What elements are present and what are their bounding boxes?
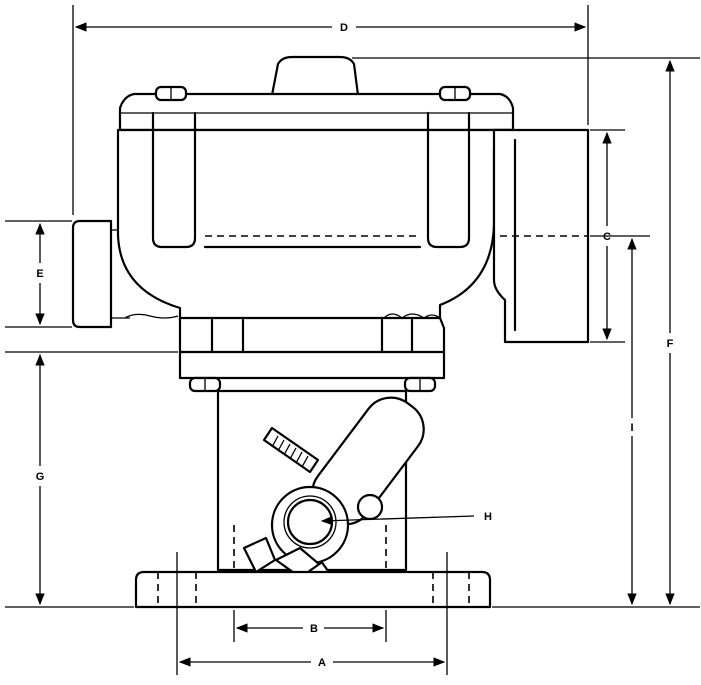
lower-screw-right (403, 376, 437, 393)
top-cap (270, 55, 360, 97)
top-flange (118, 92, 515, 132)
mid-flange (178, 316, 446, 380)
label-d: D (340, 22, 348, 34)
label-i: I (630, 422, 633, 434)
main-body (116, 128, 515, 322)
top-screw-right (438, 85, 472, 102)
left-bracket (151, 111, 197, 249)
label-c: C (603, 231, 611, 243)
label-g: G (36, 471, 45, 483)
base-flange (134, 570, 492, 609)
right-bracket (426, 111, 471, 249)
lower-screw-left (188, 376, 222, 393)
label-h: H (484, 511, 492, 523)
label-b: B (310, 623, 318, 635)
dimension-lines (5, 5, 700, 675)
part-outline (71, 55, 590, 609)
threaded-bolt (262, 426, 320, 474)
label-f: F (667, 338, 674, 350)
top-screw-left (154, 85, 188, 102)
label-a: A (318, 657, 326, 669)
inlet-nozzle (71, 219, 113, 329)
bore-h (286, 498, 334, 546)
dimension-labels: D F C I E G B A H (36, 22, 674, 669)
label-e: E (36, 268, 43, 280)
